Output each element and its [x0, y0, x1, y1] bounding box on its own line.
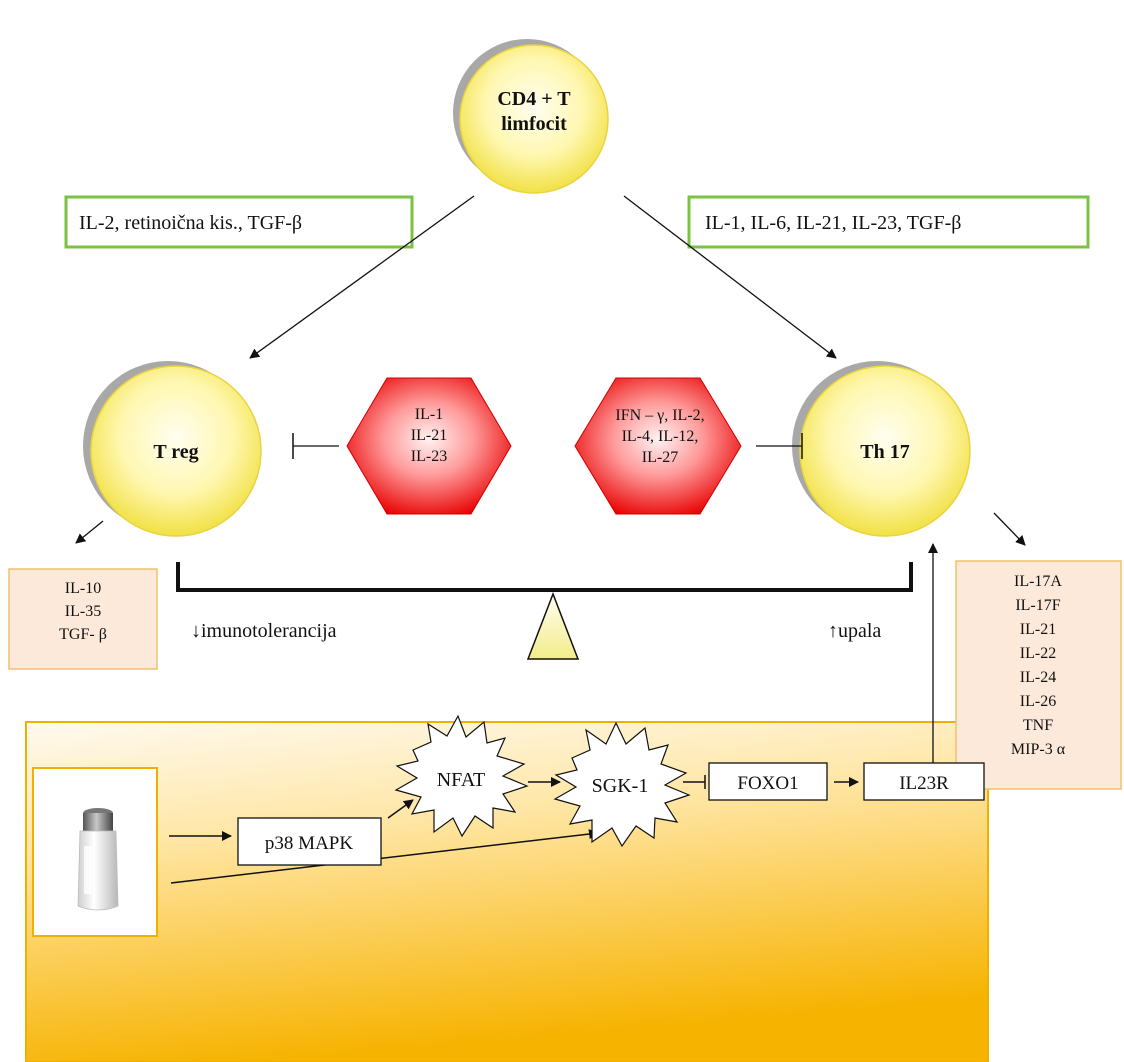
th17-cell-label: Th 17 [860, 441, 909, 463]
inhibit-treg-line [292, 433, 339, 459]
balance-left-label: ↓imunotolerancija [191, 620, 337, 642]
arrow-salt-to-sgk1 [170, 829, 599, 884]
th17-inhibitor-line2: IL-4, IL-12, [622, 428, 699, 445]
th17-output-2: IL-17F [1015, 597, 1060, 614]
treg-inhibitor-hexagon: IL-1 IL-21 IL-23 [346, 377, 512, 515]
arrow-cd4-to-th17 [623, 195, 837, 359]
treg-inhibitor-line1: IL-1 [415, 406, 443, 423]
th17-inhibitor-line3: IL-27 [642, 449, 678, 466]
th17-induction-box: IL-1, IL-6, IL-21, IL-23, TGF-β [687, 195, 1090, 249]
salt-shaker-box [32, 767, 158, 937]
il23r-label: IL23R [899, 773, 949, 794]
nfat-starburst: NFAT [394, 714, 529, 838]
treg-output-box: IL-10 IL-35 TGF- β [8, 568, 158, 670]
p38-mapk-box: p38 MAPK [237, 817, 382, 866]
treg-induction-text: IL-2, retinoična kis., TGF-β [79, 212, 302, 234]
il23r-box: IL23R [863, 762, 985, 801]
arrow-treg-to-output [75, 520, 104, 544]
sgk1-label: SGK-1 [592, 775, 649, 797]
inhibit-th17-line [756, 433, 803, 459]
foxo1-label: FOXO1 [737, 773, 798, 794]
cd4-cell-label-line2: limfocit [501, 113, 567, 135]
cd4-cell-label-line1: CD4 + T [497, 88, 571, 110]
th17-output-1: IL-17A [1014, 573, 1062, 590]
treg-inhibitor-line2: IL-21 [411, 427, 447, 444]
arrow-cd4-to-treg [249, 195, 475, 359]
th17-output-8: MIP-3 α [1011, 741, 1066, 758]
treg-cell: T reg [83, 361, 262, 537]
nfat-label: NFAT [437, 769, 486, 791]
treg-output-2: IL-35 [65, 603, 101, 620]
balance-right-label: ↑upala [828, 620, 881, 642]
th17-output-3: IL-21 [1020, 621, 1056, 638]
treg-induction-box: IL-2, retinoična kis., TGF-β [64, 195, 414, 249]
th17-cell: Th 17 [792, 361, 971, 537]
th17-output-4: IL-22 [1020, 645, 1056, 662]
treg-output-3: TGF- β [59, 626, 107, 643]
treg-cell-label: T reg [153, 441, 198, 463]
treg-output-1: IL-10 [65, 580, 101, 597]
th17-output-5: IL-24 [1020, 669, 1056, 686]
th17-output-6: IL-26 [1020, 693, 1056, 710]
sgk1-starburst: SGK-1 [553, 721, 691, 848]
th17-inhibitor-hexagon: IFN – γ, IL-2, IL-4, IL-12, IL-27 [574, 377, 742, 515]
balance-fulcrum [526, 591, 580, 660]
foxo1-box: FOXO1 [708, 762, 828, 801]
treg-inhibitor-line3: IL-23 [411, 448, 447, 465]
inhibit-sgk1-to-foxo1 [683, 775, 706, 789]
th17-output-7: TNF [1023, 717, 1053, 734]
arrow-th17-to-output [993, 512, 1026, 546]
cd4-t-cell: CD4 + T limfocit [453, 39, 609, 194]
balance-scale [176, 562, 913, 660]
th17-induction-text: IL-1, IL-6, IL-21, IL-23, TGF-β [705, 212, 961, 234]
salt-shaker-icon [77, 808, 119, 911]
th17-output-box: IL-17A IL-17F IL-21 IL-22 IL-24 IL-26 TN… [955, 560, 1122, 790]
p38-mapk-label: p38 MAPK [265, 833, 353, 854]
arrow-p38-to-nfat [387, 799, 414, 819]
th17-inhibitor-line1: IFN – γ, IL-2, [615, 407, 704, 424]
